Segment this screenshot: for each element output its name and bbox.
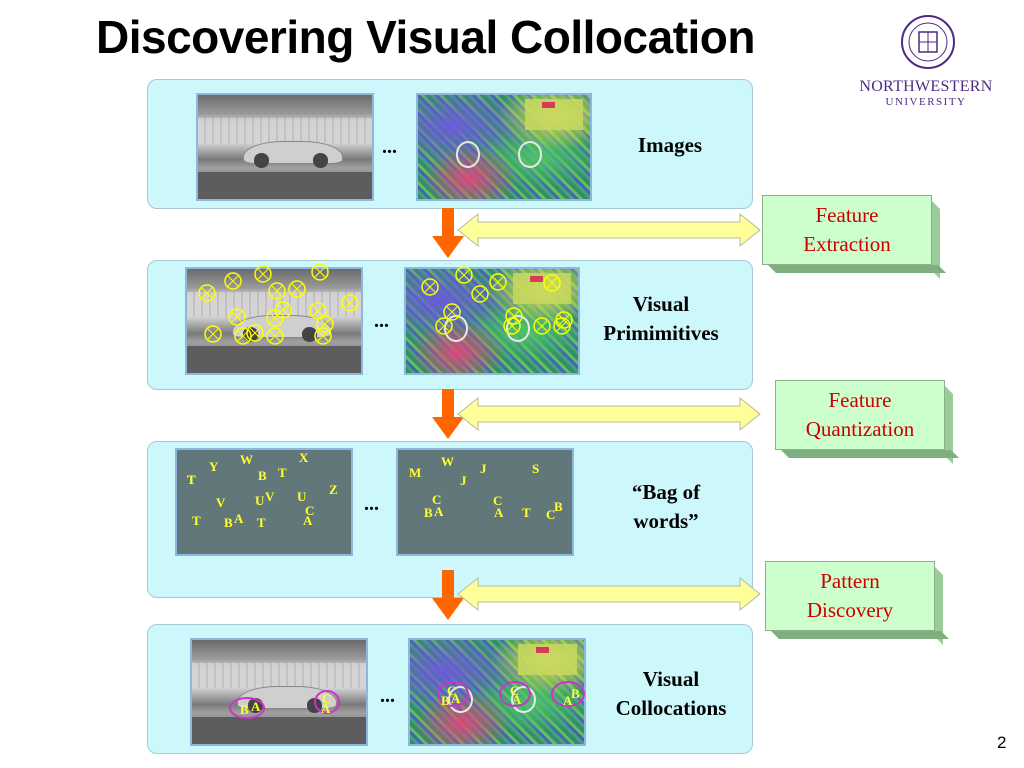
label-line1: “Bag of (631, 480, 701, 504)
ellipsis: ... (382, 136, 397, 158)
visual-word: T (187, 472, 196, 487)
visual-word: A (234, 511, 244, 526)
visual-word: A (494, 505, 504, 520)
visual-word: T (522, 505, 531, 520)
collocation-ellipses (437, 681, 585, 707)
collocation-word: A (251, 699, 261, 714)
ellipsis: ... (374, 310, 389, 332)
visual-word: Y (209, 459, 219, 474)
visual-word: U (255, 493, 265, 508)
label-line1: Visual (642, 667, 700, 691)
bidirectional-arrow (457, 396, 761, 432)
visual-word: C (305, 503, 315, 518)
visual-word: B (424, 505, 433, 520)
visual-word: M (409, 465, 422, 480)
word-image-left: Y W X T B T T Z V U V U C T B A T A (175, 448, 353, 556)
visual-word: S (532, 461, 540, 476)
collocation-word: C (322, 691, 332, 706)
collocation-word: A (563, 693, 573, 708)
flow-down-arrow (432, 389, 464, 439)
bidirectional-arrow (457, 576, 761, 612)
label-line1: Visual (632, 292, 690, 316)
visual-word: T (278, 465, 287, 480)
collocation-word: C (510, 683, 520, 698)
collocation-word: B (571, 686, 580, 701)
visual-word: C (546, 507, 556, 522)
ellipsis: ... (380, 685, 395, 707)
visual-word: C (493, 493, 503, 508)
step-label-line2: Extraction (803, 232, 891, 256)
word-image-right: M W J S J C C B B A A T C (396, 448, 574, 556)
step-label-line1: Pattern (820, 569, 880, 593)
visual-word: T (192, 513, 201, 528)
step-label-line2: Discovery (806, 598, 894, 622)
visual-word: A (434, 504, 444, 519)
visual-word: W (441, 454, 454, 469)
visual-primitives-label: Visual Primimitives (588, 290, 734, 348)
page-number: 2 (997, 733, 1007, 752)
flow-down-arrow (432, 570, 464, 620)
collocation-word: C (447, 683, 457, 698)
visual-word: X (299, 450, 309, 465)
visual-word: J (480, 461, 487, 476)
slide-title: Discovering Visual Collocation (96, 11, 756, 63)
collocation-word: A (321, 701, 331, 716)
visual-word: U (297, 489, 307, 504)
visual-word: W (240, 452, 253, 467)
feature-map-image (416, 93, 592, 201)
collocation-ellipses (229, 690, 340, 719)
logo-wordmark: NORTHWESTERN (859, 78, 993, 95)
step-label-line1: Feature (828, 388, 892, 412)
bag-of-words-label: “Bag of words” (596, 478, 736, 536)
logo-subtitle: UNIVERSITY (885, 96, 967, 108)
visual-primitive-markers (421, 266, 573, 335)
step-label-line1: Feature (815, 203, 879, 227)
university-seal-icon (901, 15, 955, 69)
visual-word: C (432, 492, 442, 507)
collocation-word: B (240, 702, 249, 717)
visual-collocations-label: Visual Collocations (598, 665, 744, 723)
flow-down-arrow (432, 208, 464, 258)
collocation-word: A (451, 691, 461, 706)
visual-word: B (224, 515, 233, 530)
visual-primitive-markers (198, 263, 359, 345)
step-label-line2: Quantization (805, 417, 915, 441)
label-line2: words” (633, 509, 699, 533)
images-label: Images (637, 133, 703, 157)
visual-word: J (460, 473, 467, 488)
visual-word: B (258, 468, 267, 483)
visual-word: T (257, 515, 266, 530)
collocation-word: A (512, 692, 522, 707)
bidirectional-arrow (457, 212, 761, 248)
grayscale-car-image-with-collocations (190, 638, 368, 746)
visual-word: A (303, 513, 313, 528)
visual-word: B (554, 499, 563, 514)
visual-word: V (265, 489, 275, 504)
grayscale-car-image (196, 93, 374, 201)
visual-word: Z (329, 482, 338, 497)
visual-word: V (216, 495, 226, 510)
grayscale-car-image-with-markers (185, 267, 363, 375)
visual-word: T (187, 472, 196, 487)
ellipsis: ... (364, 493, 379, 515)
collocation-word: B (441, 693, 450, 708)
label-line2: Primimitives (603, 321, 719, 345)
label-line2: Collocations (615, 696, 727, 720)
